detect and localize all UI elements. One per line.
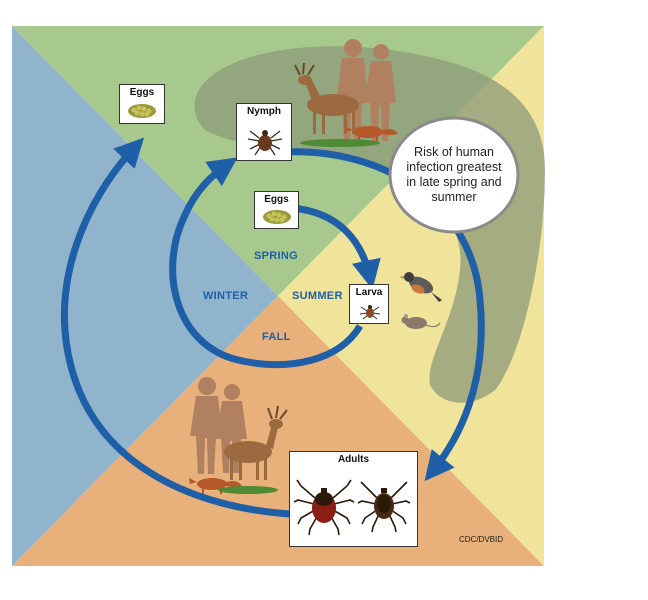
larva-box: Larva [349,284,389,324]
season-label-winter: WINTER [203,290,249,302]
eggs-outer-box: Eggs [119,84,165,124]
adults-box: Adults [289,451,418,547]
fox-icon [189,478,242,494]
grass-icon [300,139,380,147]
quadrant-winter [12,26,278,566]
eggs-icon [263,210,291,224]
larva-label: Larva [355,287,383,298]
nymph-tick-icon [247,130,283,156]
season-label-spring: SPRING [254,250,298,262]
fox-icon [345,126,398,142]
risk-note: Risk of human infection greatest in late… [400,122,508,228]
risk-note-text: Risk of human infection greatest in late… [406,145,502,204]
outer-cycle-arrow [284,148,485,482]
risk-note-ellipse [388,116,520,234]
season-label-summer: SUMMER [292,290,343,302]
deer-icon [294,62,359,134]
credit-label: CDC/DVBID [459,535,504,544]
eggs-icon [128,104,156,118]
mouse-icon [401,314,441,329]
deer-icon [224,405,288,480]
eggs-to-larva-arrow [291,204,381,290]
grass-icon [218,486,278,494]
adults-label: Adults [337,454,370,465]
bird-icon [399,272,442,302]
season-label-fall: FALL [262,331,291,343]
eggs-inner-box: Eggs [254,191,299,229]
larva-tick-icon [359,305,381,320]
larva-to-nymph-arrow [169,157,364,368]
nymph-label: Nymph [247,106,281,117]
nymph-box: Nymph [236,103,292,161]
adult-tick-icon [293,479,411,536]
adults-to-eggs-arrow [61,137,291,518]
eggs-inner-label: Eggs [264,194,289,205]
eggs-outer-label: Eggs [129,87,155,98]
